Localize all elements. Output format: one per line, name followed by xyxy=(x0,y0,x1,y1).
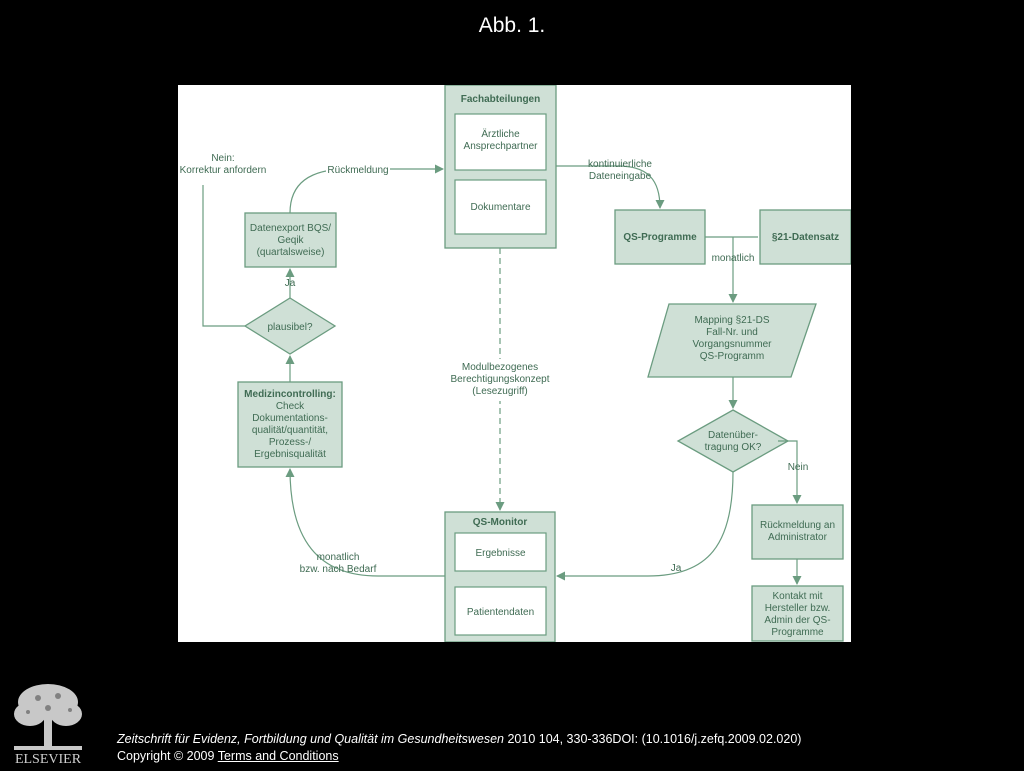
medizincontrolling-line4: Prozess-/ xyxy=(269,437,311,448)
datenexport-box xyxy=(244,212,337,268)
copyright-text: Copyright © 2009 xyxy=(117,749,218,763)
datenuebertragung-line1: Datenüber- xyxy=(708,430,758,441)
label-korrektur: Korrektur anfordern xyxy=(180,165,267,176)
label-ja-uebertragung: Ja xyxy=(671,563,682,574)
datenuebertragung-line2: tragung OK? xyxy=(705,442,762,453)
kontakt-line2: Hersteller bzw. xyxy=(765,603,831,614)
datensatz-21-box xyxy=(759,209,851,265)
label-monatlich-bedarf-1: monatlich xyxy=(317,552,360,563)
aerztliche-line2: Ansprechpartner xyxy=(464,141,539,152)
kontakt-box xyxy=(751,585,844,642)
medizincontrolling-line5: Ergebnisqualität xyxy=(254,449,326,460)
mapping-line2: Fall-Nr. und xyxy=(706,327,758,338)
arrow-nein-to-admin xyxy=(778,440,802,504)
label-modulbezogen: Modulbezogenes xyxy=(462,362,538,373)
label-monatlich-bedarf-2: bzw. nach Bedarf xyxy=(300,564,377,575)
label-rueckmeldung: Rückmeldung xyxy=(327,165,388,176)
arrow-ja-to-monitor xyxy=(556,471,734,581)
fachabteilungen-title: Fachabteilungen xyxy=(461,94,540,105)
patientendaten-label: Patientendaten xyxy=(467,607,534,618)
arrow-dateneingabe xyxy=(556,165,665,209)
rueckmeldung-bg xyxy=(326,163,390,175)
mapping-parallelogram xyxy=(647,303,817,378)
elsevier-wordmark: ELSEVIER xyxy=(15,752,82,766)
plausibel-diamond xyxy=(243,297,337,355)
elsevier-logo[interactable]: ELSEVIER xyxy=(8,680,88,771)
citation-block: Zeitschrift für Evidenz, Fortbildung und… xyxy=(117,731,801,765)
label-dateneingabe: Dateneingabe xyxy=(589,171,652,182)
medizincontrolling-line3: qualität/quantität, xyxy=(252,425,328,436)
journal-title: Zeitschrift für Evidenz, Fortbildung und… xyxy=(117,732,504,746)
nein-korrektur-bg xyxy=(178,149,270,179)
label-lesezugriff: (Lesezugriff) xyxy=(472,386,527,397)
aerztliche-line1: Ärztliche xyxy=(481,128,520,140)
citation-line: Zeitschrift für Evidenz, Fortbildung und… xyxy=(117,731,801,748)
qs-programme-label: QS-Programme xyxy=(623,232,697,243)
label-nein: Nein: xyxy=(211,153,234,164)
label-monatlich: monatlich xyxy=(712,253,755,264)
line-nein-korrektur xyxy=(202,185,245,327)
citation-details: 2010 104, 330-336DOI: (10.1016/j.zefq.20… xyxy=(504,732,802,746)
datenexport-line2: Geqik xyxy=(277,235,304,246)
slide-title: Abb. 1. xyxy=(478,14,546,37)
rueckmeldung-admin-box xyxy=(751,504,844,560)
datensatz-21-label: §21-Datensatz xyxy=(772,232,839,243)
ergebnisse-box xyxy=(454,532,547,572)
medizincontrolling-line2: Dokumentations- xyxy=(252,413,328,424)
label-nein: Nein xyxy=(788,462,809,473)
dokumentare-label: Dokumentare xyxy=(470,202,530,213)
aerztliche-box xyxy=(454,113,547,171)
patientendaten-box xyxy=(454,586,547,636)
datenexport-line1: Datenexport BQS/ xyxy=(250,223,331,234)
copyright-line: Copyright © 2009 Terms and Conditions xyxy=(117,748,801,765)
mapping-line4: QS-Programm xyxy=(700,351,764,362)
rueckmeldung-admin-line2: Administrator xyxy=(768,532,828,543)
label-kontinuierliche: kontinuierliche xyxy=(588,159,652,170)
dokumentare-box xyxy=(454,179,547,235)
kontakt-line3: Admin der QS- xyxy=(764,615,830,626)
flowchart-svg: Fachabteilungen Ärztliche Ansprechpartne… xyxy=(178,85,851,642)
medizincontrolling-box xyxy=(237,381,343,468)
mapping-line3: Vorgangsnummer xyxy=(693,339,773,350)
rueckmeldung-admin-line1: Rückmeldung an xyxy=(760,520,835,531)
label-berechtigungskonzept: Berechtigungskonzept xyxy=(451,374,550,385)
datenexport-line3: (quartalsweise) xyxy=(257,247,325,258)
qs-monitor-title: QS-Monitor xyxy=(473,517,528,528)
terms-link[interactable]: Terms and Conditions xyxy=(217,749,339,763)
arrow-monitor-to-medizin xyxy=(285,468,445,577)
mapping-line1: Mapping §21-DS xyxy=(694,315,769,326)
berechtigung-bg xyxy=(446,359,554,401)
kontakt-line4: Programme xyxy=(771,627,824,638)
ergebnisse-label: Ergebnisse xyxy=(475,548,525,559)
elsevier-tree-icon: ELSEVIER xyxy=(14,684,82,767)
plausibel-label: plausibel? xyxy=(267,322,312,333)
datenuebertragung-diamond xyxy=(676,409,790,473)
flowchart-figure: Fachabteilungen Ärztliche Ansprechpartne… xyxy=(178,85,851,642)
medizincontrolling-title: Medizincontrolling: xyxy=(244,389,336,400)
kontakt-line1: Kontakt mit xyxy=(772,591,822,602)
label-ja-plausibel: Ja xyxy=(285,278,296,289)
medizincontrolling-line1: Check xyxy=(276,401,305,412)
